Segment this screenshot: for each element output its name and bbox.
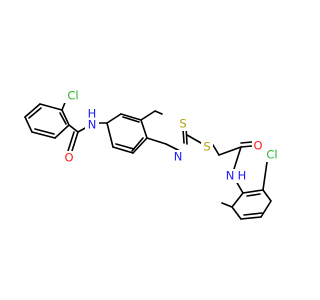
thiazole-nitrogen-label: N xyxy=(174,150,183,164)
bond-line xyxy=(115,143,135,150)
label-bg xyxy=(252,139,264,153)
anilide-hydrogen-label: H xyxy=(238,169,247,183)
bond-line xyxy=(212,144,220,156)
bond-line xyxy=(59,112,67,125)
acetamide-oxygen-label: O xyxy=(253,139,262,153)
label-bg xyxy=(263,148,281,162)
chlorine-atom-label: Cl xyxy=(67,89,78,103)
bond-line xyxy=(218,146,242,156)
bond-line xyxy=(122,116,140,123)
bond-line xyxy=(262,161,268,191)
bond-line xyxy=(233,146,242,170)
chlorine-atom-label: Cl xyxy=(266,148,277,162)
label-bg xyxy=(201,140,213,154)
bond-line xyxy=(140,119,148,139)
label-bg xyxy=(63,151,75,165)
bond-line xyxy=(67,131,75,152)
bond-line xyxy=(260,200,272,218)
label-bg xyxy=(223,169,251,183)
bond-line xyxy=(24,103,41,118)
bond-line xyxy=(54,124,70,139)
bond-line xyxy=(231,192,244,208)
bond-line xyxy=(262,189,272,202)
atom-labels: Cl H N O S N S O N H Cl xyxy=(63,89,281,183)
amide-nitrogen-label: N xyxy=(88,118,97,132)
bond-line xyxy=(154,110,163,115)
bond-line xyxy=(240,141,253,144)
bond-lines xyxy=(24,99,272,220)
label-bg xyxy=(63,89,81,103)
bond-line xyxy=(28,107,42,119)
bond-line xyxy=(39,103,63,111)
label-bg xyxy=(172,150,184,164)
hydrogen-atom-label: H xyxy=(88,107,97,121)
bond-line xyxy=(132,137,148,154)
thiazole-sulfur-label: S xyxy=(179,117,186,131)
bond-line xyxy=(242,189,264,194)
bond-line xyxy=(221,202,233,208)
bond-line xyxy=(106,113,122,124)
bond-line xyxy=(31,131,56,139)
bond-line xyxy=(24,116,33,133)
carbonyl-oxygen-label: O xyxy=(64,151,73,165)
bond-line xyxy=(186,134,202,144)
thioether-sulfur-label: S xyxy=(203,140,210,154)
bond-line xyxy=(240,145,253,148)
bond-line xyxy=(68,124,79,133)
bond-line xyxy=(240,216,262,220)
bond-line xyxy=(120,113,142,121)
bond-line xyxy=(131,137,144,152)
bond-line xyxy=(165,143,181,152)
label-bg xyxy=(85,110,99,132)
molecule-structure-diagram: Cl H N O S N S O N H Cl xyxy=(24,88,281,220)
bond-line xyxy=(246,193,261,197)
bond-line xyxy=(34,128,55,135)
anilide-nitrogen-label: N xyxy=(226,169,235,183)
bond-line xyxy=(112,146,134,154)
bond-line xyxy=(182,128,185,144)
bond-line xyxy=(243,212,263,216)
bond-line xyxy=(140,110,156,121)
bond-line xyxy=(231,206,242,220)
bond-line xyxy=(71,131,79,152)
bond-line xyxy=(61,109,70,126)
bond-line xyxy=(146,137,167,145)
bond-line xyxy=(106,122,114,148)
label-bg xyxy=(177,117,189,131)
